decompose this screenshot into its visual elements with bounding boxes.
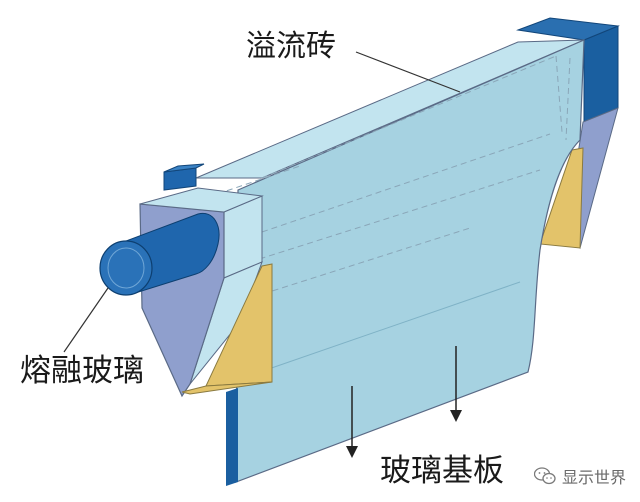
label-glass-substrate: 玻璃基板: [380, 453, 504, 489]
hidden-edges: [169, 55, 571, 301]
leader-overflow-brick: [355, 51, 461, 93]
watermark: 显示世界: [533, 464, 626, 488]
right-end-cap-side: [583, 25, 619, 123]
left-yellow-wedge-tip: [181, 381, 273, 395]
wechat-icon: [533, 467, 556, 485]
right-yellow-wedge: [539, 147, 584, 249]
pipe-opening-inner: [107, 247, 145, 289]
label-molten-glass: 熔融玻璃: [20, 353, 144, 389]
down-arrow-right: [450, 346, 462, 422]
down-arrow-left: [346, 386, 358, 458]
left-housing-top: [139, 187, 264, 213]
leader-molten-glass: [63, 287, 109, 353]
label-overflow-brick: 溢流砖: [246, 29, 336, 64]
sheet-left-edge: [226, 388, 238, 486]
glass-sheet: [235, 39, 585, 483]
right-end-cap-top: [516, 17, 620, 41]
watermark-text: 显示世界: [561, 468, 626, 487]
housing-top-block-cap: [163, 163, 205, 173]
curtain-fold-line: [259, 281, 521, 373]
